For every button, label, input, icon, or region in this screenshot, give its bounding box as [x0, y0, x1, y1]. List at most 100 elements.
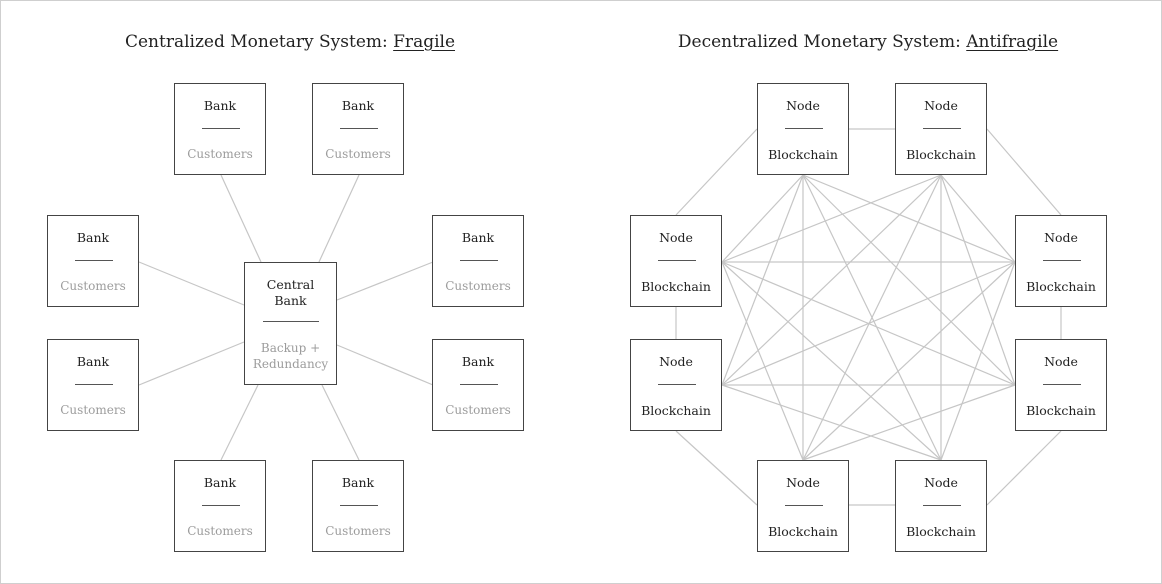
spoke-line: [220, 174, 262, 263]
spoke-line: [321, 384, 360, 461]
right-title: Decentralized Monetary System: Antifragi…: [668, 32, 1068, 56]
spoke-line: [138, 261, 245, 306]
node-box: Node Blockchain: [757, 460, 849, 552]
bank-label: Bank: [461, 230, 495, 245]
bank-label: Bank: [461, 354, 495, 369]
spoke-line: [336, 261, 434, 301]
divider: [75, 260, 113, 261]
node-label: Node: [924, 475, 958, 490]
bank-label: Bank: [341, 98, 375, 113]
bank-label: Bank: [341, 475, 375, 490]
divider: [658, 384, 696, 385]
bank-label: Bank: [76, 354, 110, 369]
mesh-line: [802, 261, 1016, 461]
node-box: Node Blockchain: [1015, 215, 1107, 307]
right-title-prefix: Decentralized Monetary System:: [677, 32, 967, 52]
mesh-line: [802, 174, 942, 461]
node-sub: Blockchain: [1026, 279, 1096, 294]
mesh-line: [802, 174, 1016, 386]
bank-box: Bank Customers: [174, 460, 266, 552]
node-box: Node Blockchain: [630, 339, 722, 431]
bank-box: Bank Customers: [47, 339, 139, 431]
bank-box: Bank Customers: [174, 83, 266, 175]
mesh-line: [721, 261, 1016, 386]
bank-label: Bank: [203, 98, 237, 113]
divider: [460, 260, 498, 261]
bank-sub: Customers: [60, 403, 126, 417]
left-title-emphasis: Fragile: [393, 32, 456, 52]
mesh-line: [802, 174, 1016, 263]
mesh-line: [940, 261, 1016, 461]
mesh-line: [802, 384, 1016, 461]
mesh-line: [940, 174, 1016, 386]
node-box: Node Blockchain: [630, 215, 722, 307]
bank-box: Bank Customers: [432, 215, 524, 307]
divider: [75, 384, 113, 385]
mesh-line: [721, 384, 942, 461]
bank-sub: Customers: [187, 147, 253, 161]
spoke-line: [318, 174, 360, 263]
ring-line: [675, 128, 758, 216]
mesh-line: [940, 174, 1016, 263]
node-label: Node: [659, 230, 693, 245]
mesh-line: [721, 174, 942, 263]
mesh-line: [721, 261, 804, 461]
divider: [202, 128, 240, 129]
divider: [202, 505, 240, 506]
divider: [263, 321, 319, 322]
left-title-prefix: Centralized Monetary System:: [124, 32, 394, 52]
divider: [658, 260, 696, 261]
divider: [340, 128, 378, 129]
node-box: Node Blockchain: [895, 83, 987, 175]
node-label: Node: [659, 354, 693, 369]
divider: [785, 128, 823, 129]
central-bank-box: Central Bank Backup + Redundancy: [244, 262, 337, 385]
ring-line: [986, 128, 1062, 216]
divider: [785, 505, 823, 506]
node-box: Node Blockchain: [895, 460, 987, 552]
node-box: Node Blockchain: [757, 83, 849, 175]
node-label: Node: [1044, 354, 1078, 369]
node-box: Node Blockchain: [1015, 339, 1107, 431]
node-sub: Blockchain: [641, 403, 711, 418]
central-bank-label: Central Bank: [266, 277, 315, 308]
bank-sub: Customers: [60, 279, 126, 293]
bank-box: Bank Customers: [432, 339, 524, 431]
spoke-line: [138, 341, 245, 386]
node-label: Node: [786, 475, 820, 490]
node-sub: Blockchain: [768, 147, 838, 162]
node-sub: Blockchain: [906, 524, 976, 539]
bank-box: Bank Customers: [312, 83, 404, 175]
node-sub: Blockchain: [906, 147, 976, 162]
ring-line: [986, 430, 1062, 506]
bank-box: Bank Customers: [47, 215, 139, 307]
node-label: Node: [786, 98, 820, 113]
bank-label: Bank: [203, 475, 237, 490]
ring-line: [675, 430, 758, 506]
left-title: Centralized Monetary System: Fragile: [120, 32, 460, 56]
mesh-line: [721, 174, 804, 263]
bank-sub: Customers: [187, 524, 253, 538]
divider: [1043, 260, 1081, 261]
node-sub: Blockchain: [1026, 403, 1096, 418]
mesh-line: [721, 174, 804, 386]
mesh-line: [721, 261, 942, 461]
bank-sub: Customers: [445, 279, 511, 293]
bank-sub: Customers: [445, 403, 511, 417]
node-label: Node: [1044, 230, 1078, 245]
spoke-line: [220, 384, 259, 461]
node-sub: Blockchain: [641, 279, 711, 294]
central-bank-sub: Backup + Redundancy: [252, 341, 329, 371]
bank-sub: Customers: [325, 147, 391, 161]
node-sub: Blockchain: [768, 524, 838, 539]
divider: [1043, 384, 1081, 385]
divider: [340, 505, 378, 506]
right-title-emphasis: Antifragile: [966, 32, 1059, 52]
divider: [923, 128, 961, 129]
node-label: Node: [924, 98, 958, 113]
divider: [460, 384, 498, 385]
spoke-line: [336, 344, 434, 386]
bank-box: Bank Customers: [312, 460, 404, 552]
bank-sub: Customers: [325, 524, 391, 538]
